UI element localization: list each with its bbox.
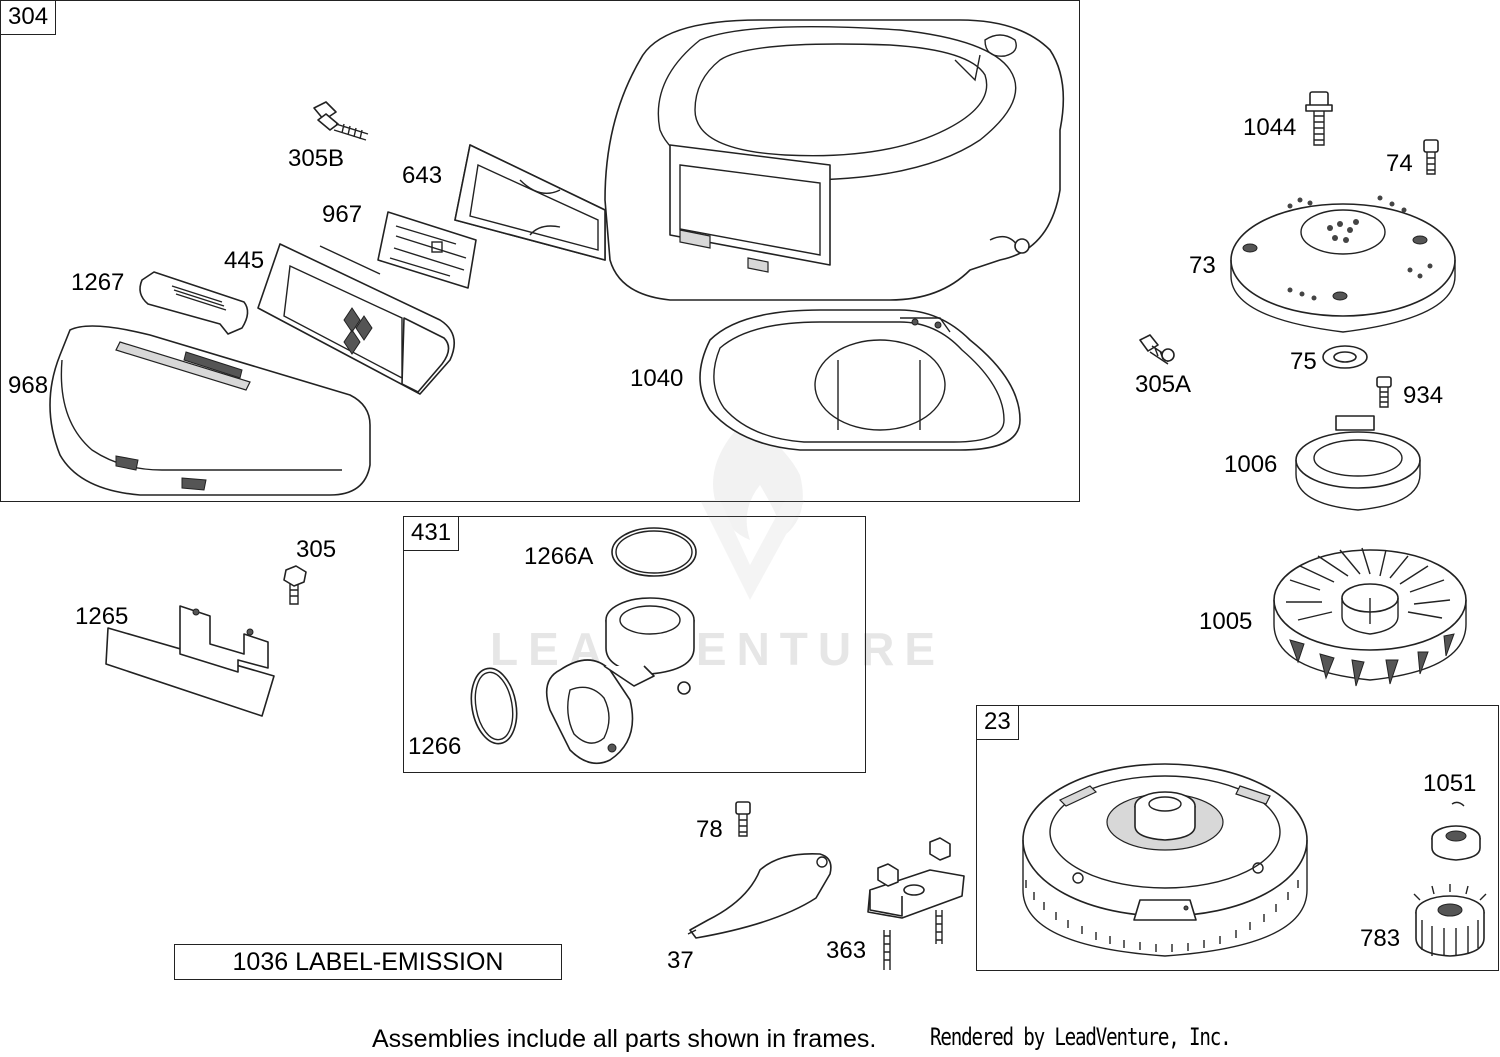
grille-445-icon [257,243,456,395]
o-ring-1266-icon [470,667,518,745]
decal-967-icon [377,211,477,289]
frame-23: 23 [976,705,1499,971]
emission-label-box: 1036 LABEL-EMISSION [174,944,562,980]
starter-cup-1006-icon [1295,415,1421,511]
callout-73: 73 [1189,252,1216,279]
callout-1266A: 1266A [524,543,594,570]
frame-23-tag: 23 [977,706,1019,740]
callout-305B: 305B [288,145,345,172]
intake-elbow-icon [545,597,695,765]
bolt-78-icon [735,801,751,837]
flywheel-23-icon [1022,763,1308,957]
frame-431-tag: 431 [404,517,460,551]
o-ring-1266A-icon [611,527,697,577]
callout-74: 74 [1386,150,1413,177]
callout-1051: 1051 [1423,770,1477,797]
bolt-74-icon [1423,139,1439,175]
screw-305B-icon [313,101,369,141]
callout-445: 445 [224,247,265,274]
blower-housing-icon [604,19,1065,301]
screw-305A-icon [1139,334,1175,365]
callout-1044: 1044 [1243,114,1297,141]
callout-305: 305 [296,536,337,563]
frame-431: 431 [403,516,866,773]
callout-968: 968 [8,372,49,399]
starter-gear-783-icon [1413,884,1487,957]
callout-1006: 1006 [1224,451,1278,478]
seal-1040-icon [699,309,1021,451]
callout-934: 934 [1403,382,1444,409]
callout-363: 363 [826,937,867,964]
callout-967: 967 [322,201,363,228]
cover-968-icon [49,325,371,496]
callout-1040: 1040 [630,365,684,392]
callout-1265: 1265 [75,603,129,630]
shield-1265-icon [105,605,275,717]
screw-305-icon [283,565,307,605]
callout-783: 783 [1360,925,1401,952]
rotating-screen-73-icon [1230,195,1456,333]
air-duct-643-icon [454,144,606,261]
callout-305A: 305A [1135,371,1192,398]
frame-304: 304 [0,0,1080,502]
bolt-1044-icon [1305,91,1333,146]
bracket-363-icon [867,837,965,970]
bracket-37-icon [687,853,832,939]
watermark-flame-icon [700,420,805,600]
retainer-1051-icon [1431,801,1481,861]
blower-fan-1005-icon [1273,547,1467,687]
footer-credit: Rendered by LeadVenture, Inc. [930,1023,1232,1051]
footer-assemblies-note: Assemblies include all parts shown in fr… [372,1025,877,1053]
callout-1267: 1267 [71,269,125,296]
callout-37: 37 [667,947,694,974]
screw-934-icon [1376,376,1392,408]
callout-78: 78 [696,816,723,843]
washer-75-icon [1322,345,1368,369]
handle-1267-icon [139,271,249,335]
callout-643: 643 [402,162,443,189]
watermark-text: LEADVENTURE [490,623,946,675]
callout-1005: 1005 [1199,608,1253,635]
frame-304-tag: 304 [1,1,57,35]
callout-1266: 1266 [408,733,462,760]
callout-75: 75 [1290,348,1317,375]
